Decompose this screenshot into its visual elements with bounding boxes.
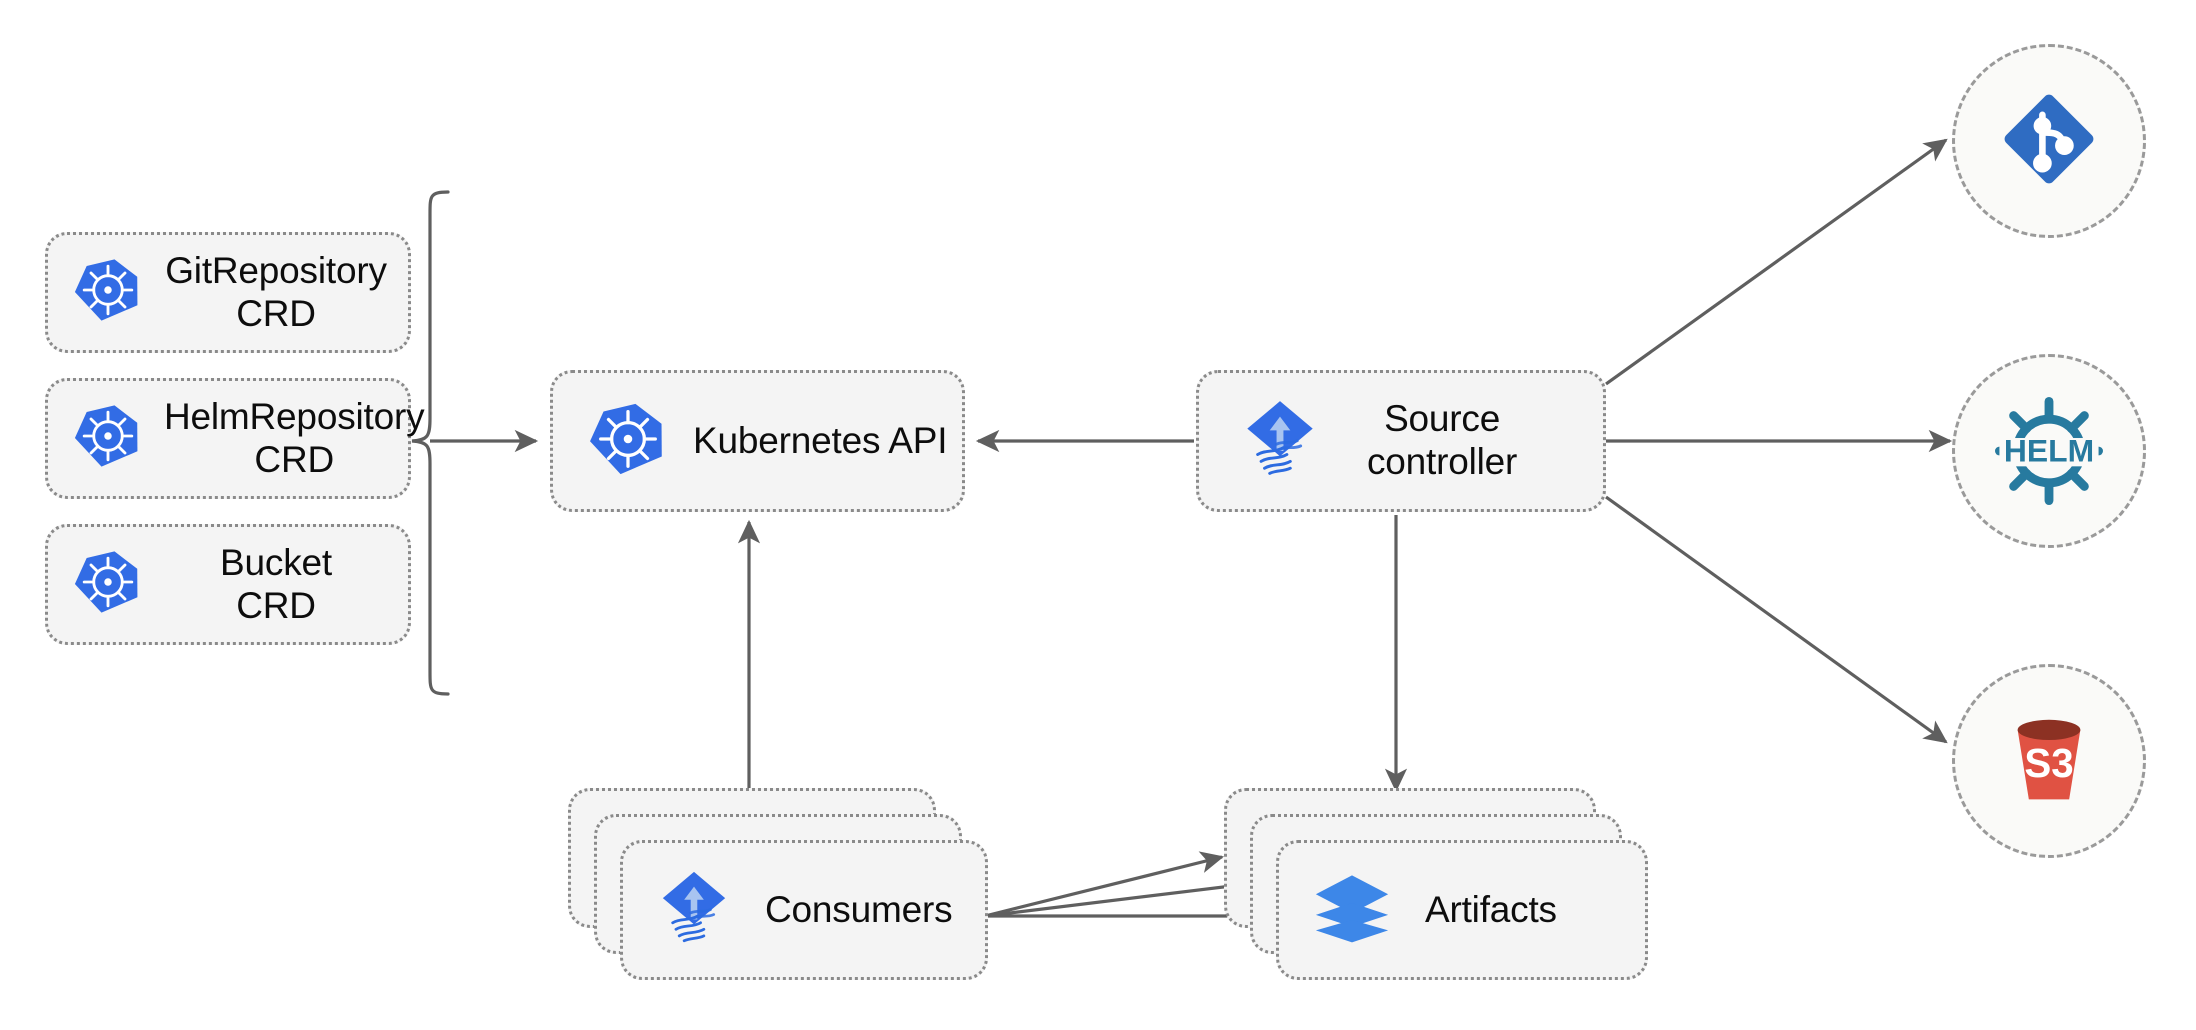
helm-wordmark: HELM	[2004, 433, 2094, 469]
s3-bucket-icon: S3	[1993, 703, 2105, 820]
node-label: Artifacts	[1425, 888, 1557, 930]
helm-icon: HELM	[1990, 392, 2108, 510]
node-label: HelmRepository CRD	[164, 395, 425, 480]
node-source-controller[interactable]: Source controller	[1196, 370, 1606, 512]
s3-wordmark: S3	[2024, 739, 2073, 785]
kubernetes-icon	[589, 400, 667, 483]
node-helmrepository-crd[interactable]: HelmRepository CRD	[45, 378, 425, 499]
kubernetes-icon	[74, 256, 142, 329]
edge-source-controller-to-git	[1605, 138, 1948, 386]
kubernetes-icon	[74, 548, 142, 621]
node-label: Consumers	[765, 888, 953, 930]
consumers-stack-card-front[interactable]: Consumers	[620, 840, 988, 980]
edge-consumers-to-artifacts-back	[984, 851, 1225, 918]
edge-consumers-to-artifacts-mid	[984, 875, 1251, 918]
kubernetes-icon	[74, 402, 142, 475]
git-icon	[1994, 84, 2104, 199]
node-label: Kubernetes API	[693, 419, 948, 461]
node-artifacts-group[interactable]: Artifacts	[1224, 788, 1674, 980]
edge-source-controller-to-s3	[1605, 495, 1948, 744]
node-s3-source[interactable]: S3	[1952, 664, 2146, 858]
node-consumers-group[interactable]: Consumers	[568, 788, 988, 980]
node-label: Bucket CRD	[220, 541, 332, 626]
node-bucket-crd[interactable]: Bucket CRD	[45, 524, 411, 645]
node-label: GitRepository CRD	[165, 249, 387, 334]
flux-icon	[1237, 396, 1323, 487]
node-kubernetes-api[interactable]: Kubernetes API	[550, 370, 965, 512]
node-label: Source controller	[1367, 398, 1518, 482]
artifacts-stack-card-front[interactable]: Artifacts	[1276, 840, 1648, 980]
node-gitrepository-crd[interactable]: GitRepository CRD	[45, 232, 411, 353]
layers-icon	[1309, 865, 1395, 956]
flux-icon	[653, 867, 735, 954]
node-git-source[interactable]	[1952, 44, 2146, 238]
node-helm-source[interactable]: HELM	[1952, 354, 2146, 548]
